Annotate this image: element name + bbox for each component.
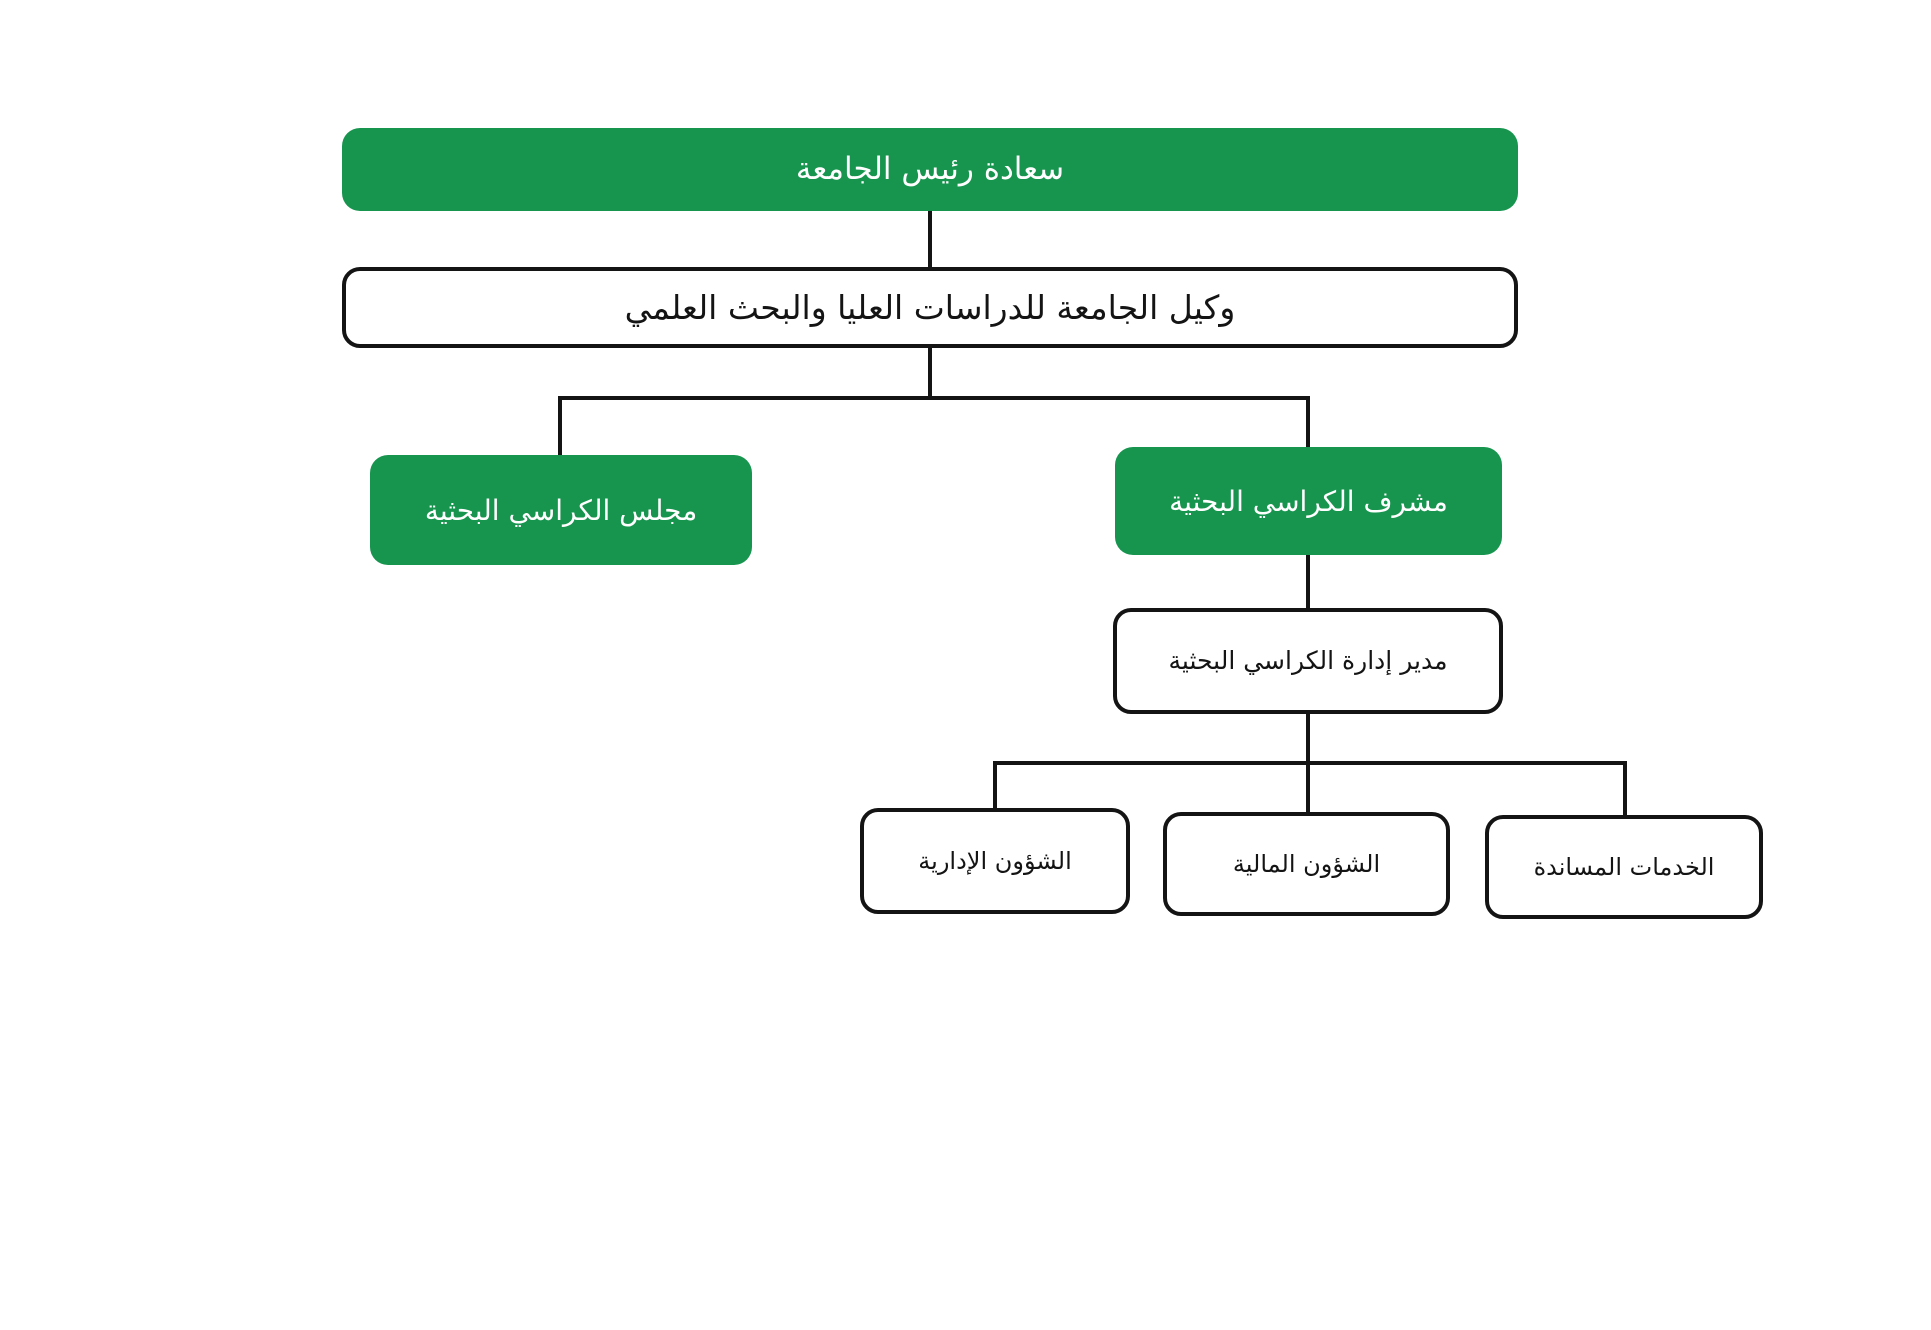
connector-drop-support [1623, 761, 1627, 817]
connector-supervisor-to-director [1306, 555, 1310, 610]
connector-level2-horizontal [558, 396, 1310, 400]
org-node-research-chairs-supervisor: مشرف الكراسي البحثية [1115, 447, 1502, 555]
org-node-research-chairs-director: مدير إدارة الكراسي البحثية [1113, 608, 1503, 714]
connector-drop-finance [1306, 761, 1310, 814]
org-node-support-services: الخدمات المساندة [1485, 815, 1763, 919]
connector-vice-down [928, 348, 932, 400]
connector-drop-council [558, 396, 562, 457]
org-node-vice-president-graduate-studies: وكيل الجامعة للدراسات العليا والبحث العل… [342, 267, 1518, 348]
connector-level4-horizontal [993, 761, 1627, 765]
org-node-university-president: سعادة رئيس الجامعة [342, 128, 1518, 211]
connector-director-down [1306, 714, 1310, 763]
connector-president-to-vice [928, 211, 932, 269]
org-node-research-chairs-council: مجلس الكراسي البحثية [370, 455, 752, 565]
connector-drop-supervisor [1306, 396, 1310, 449]
org-node-financial-affairs: الشؤون المالية [1163, 812, 1450, 916]
org-node-administrative-affairs: الشؤون الإدارية [860, 808, 1130, 914]
connector-drop-admin [993, 761, 997, 810]
